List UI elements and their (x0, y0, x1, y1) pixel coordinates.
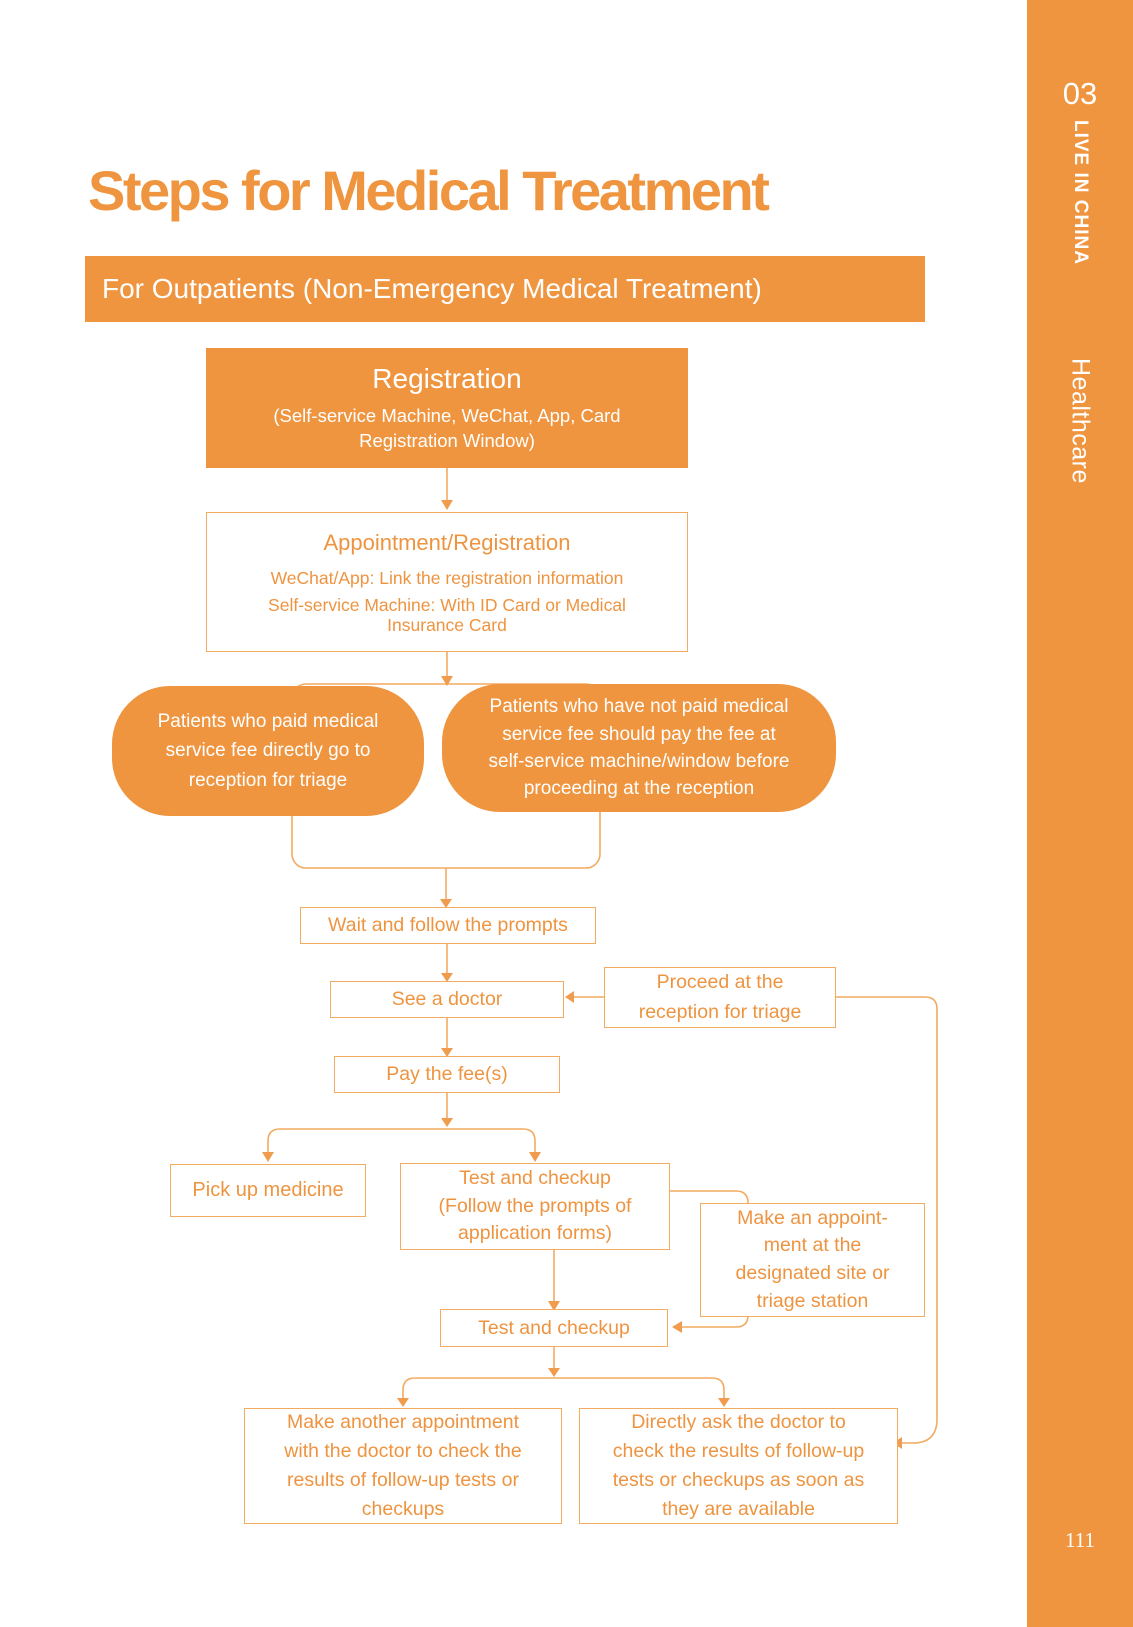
flow-node-make-another-appointment: Make another appointment with the doctor… (244, 1408, 562, 1524)
flow-node-pick-up-medicine: Pick up medicine (170, 1164, 366, 1217)
appointment-line2: Self-service Machine: With ID Card or Me… (268, 595, 626, 636)
chapter-number: 03 (1062, 76, 1098, 111)
flow-node-see-doctor: See a doctor (330, 981, 564, 1018)
flow-node-proceed-reception: Proceed at the reception for triage (604, 967, 836, 1028)
chapter-label: LIVE IN CHINA (1070, 120, 1091, 265)
flow-node-paid-patients: Patients who paid medical service fee di… (112, 686, 424, 816)
registration-title: Registration (372, 363, 522, 394)
section-label: Healthcare (1066, 358, 1095, 484)
appointment-title: Appointment/Registration (323, 530, 571, 555)
page-number: 111 (1065, 1528, 1095, 1552)
flow-node-make-appointment-site: Make an appoint- ment at the designated … (700, 1203, 925, 1317)
registration-subtitle: (Self-service Machine, WeChat, App, Card… (273, 405, 621, 451)
flow-node-directly-ask-doctor: Directly ask the doctor to check the res… (579, 1408, 898, 1524)
appointment-line1: WeChat/App: Link the registration inform… (270, 568, 624, 588)
flow-node-registration: Registration (Self-service Machine, WeCh… (206, 348, 688, 468)
subtitle-banner: For Outpatients (Non-Emergency Medical T… (85, 256, 925, 322)
flow-node-pay-fees: Pay the fee(s) (334, 1056, 560, 1093)
flow-node-test-checkup: Test and checkup (440, 1309, 668, 1347)
flow-node-test-checkup-forms: Test and checkup (Follow the prompts of … (400, 1163, 670, 1250)
flow-node-unpaid-patients: Patients who have not paid medical servi… (442, 684, 836, 812)
flow-node-appointment: Appointment/Registration WeChat/App: Lin… (206, 512, 688, 652)
page-title: Steps for Medical Treatment (88, 159, 770, 222)
flow-node-wait: Wait and follow the prompts (300, 907, 596, 944)
chapter-sidebar: 03 LIVE IN CHINA Healthcare 111 (1027, 0, 1133, 1627)
